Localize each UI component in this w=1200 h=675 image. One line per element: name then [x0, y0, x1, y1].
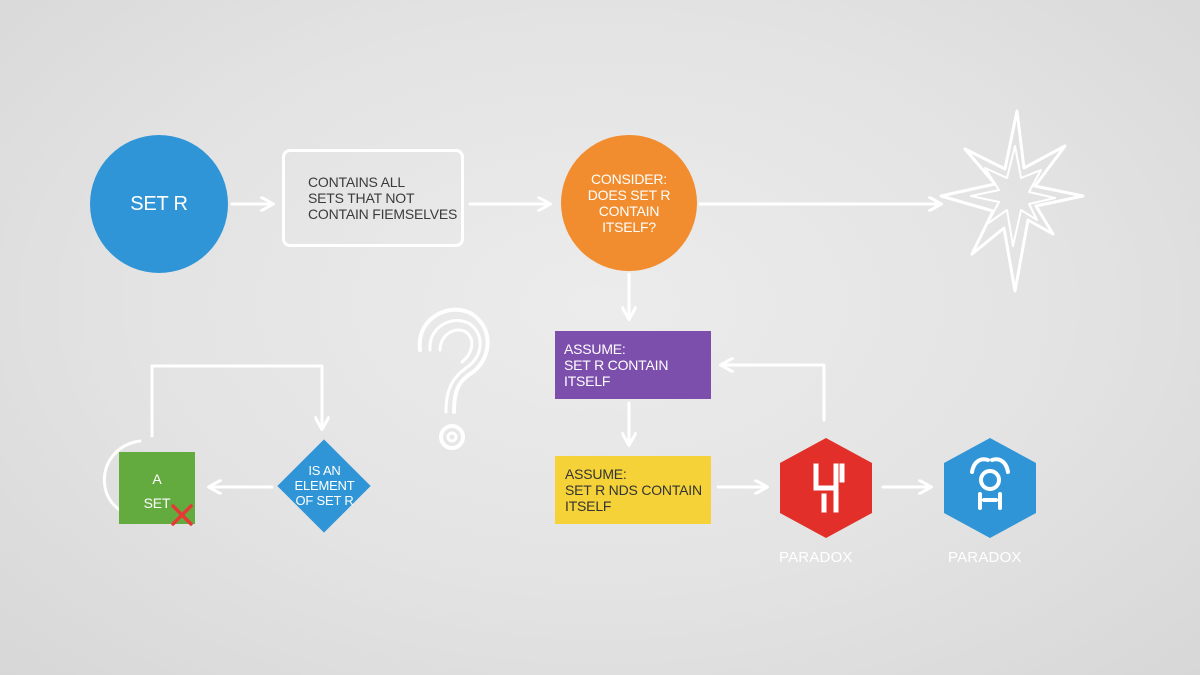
- assume-contains-box: ASSUME: SET R CONTAIN ITSELF: [555, 331, 711, 399]
- paradox-caption-red: PARADOX: [779, 549, 853, 566]
- consider-line-1: CONSIDER:: [591, 170, 667, 187]
- diamond-line-1: IS AN: [308, 463, 341, 479]
- diamond-line-3: OF SET R: [295, 492, 354, 508]
- arrow-red-hex-back-to-assume: [722, 365, 826, 422]
- diamond-line-2: ELEMENT: [294, 478, 355, 494]
- consider-line-3: CONTAIN ITSELF?: [598, 203, 660, 236]
- a-set-node: A SET: [119, 452, 195, 524]
- blue-paradox-hexagon: [944, 438, 1036, 538]
- element-of-set-r-diamond: IS AN ELEMENT OF SET R: [277, 439, 371, 533]
- consider-line-2: DOES SET R: [587, 186, 671, 203]
- assume-not-contains-box: ASSUME: SET R NDS CONTAIN ITSELF: [555, 456, 711, 524]
- question-mark-icon: [417, 307, 490, 450]
- cross-icon: [171, 504, 193, 526]
- assume-contains-line-2: SET R CONTAIN: [564, 356, 669, 373]
- assume-contains-line-1: ASSUME:: [564, 340, 626, 357]
- loop-face-icon: [970, 457, 1010, 510]
- assume-not-line-2: SET R NDS CONTAIN: [565, 481, 702, 498]
- diamond-text: IS AN ELEMENT OF SET R: [278, 440, 371, 533]
- assume-not-line-3: ITSELF: [565, 498, 612, 515]
- set-r-node: SET R: [90, 135, 228, 273]
- assume-not-line-1: ASSUME:: [565, 465, 627, 482]
- broken-link-icon: [813, 463, 845, 513]
- contains-all-box: CONTAINS ALL SETS THAT NOT CONTAIN FIEMS…: [282, 149, 464, 247]
- red-paradox-hexagon: [780, 438, 872, 538]
- assume-contains-line-3: ITSELF: [564, 373, 611, 390]
- arrow-loop-top: [150, 364, 322, 438]
- starburst-icon: [939, 109, 1085, 293]
- set-r-label: SET R: [130, 192, 188, 215]
- consider-node: CONSIDER: DOES SET R CONTAIN ITSELF?: [561, 135, 697, 271]
- a-set-line-1: A: [152, 470, 162, 487]
- contains-line-3: CONTAIN FIEMSELVES: [308, 206, 458, 223]
- contains-line-1: CONTAINS ALL: [308, 173, 405, 190]
- contains-line-2: SETS THAT NOT: [308, 189, 415, 206]
- a-set-line-2: SET: [143, 495, 171, 511]
- paradox-caption-blue: PARADOX: [948, 549, 1022, 566]
